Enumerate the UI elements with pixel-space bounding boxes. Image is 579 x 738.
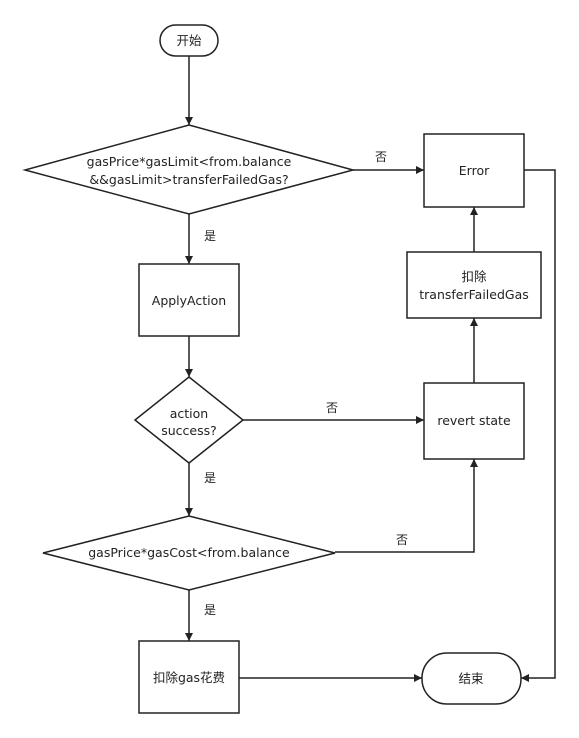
node-check-gas-limit-line2: &&gasLimit>transferFailedGas? bbox=[89, 172, 288, 187]
node-error[interactable]: Error bbox=[423, 133, 525, 208]
node-check-gas-limit[interactable]: gasPrice*gasLimit<from.balance &&gasLimi… bbox=[22, 124, 356, 215]
node-deduct-gas-fee-label: 扣除gas花费 bbox=[153, 670, 225, 685]
node-action-success[interactable]: action success? bbox=[133, 376, 245, 464]
edge-label-cost-yes: 是 bbox=[204, 603, 216, 617]
node-revert-state-label: revert state bbox=[437, 413, 511, 428]
node-revert-state[interactable]: revert state bbox=[423, 382, 525, 460]
node-deduct-gas-fee[interactable]: 扣除gas花费 bbox=[138, 640, 240, 714]
edge-label-cost-no: 否 bbox=[396, 533, 408, 547]
node-deduct-transfer-failed[interactable]: 扣除 transferFailedGas bbox=[406, 251, 542, 319]
node-action-success-line2: success? bbox=[161, 423, 217, 438]
node-action-success-line1: action bbox=[170, 406, 208, 421]
node-start-label: 开始 bbox=[176, 33, 202, 48]
node-check-gas-cost-label: gasPrice*gasCost<from.balance bbox=[88, 545, 290, 560]
node-end-label: 结束 bbox=[458, 671, 484, 686]
node-apply-action-label: ApplyAction bbox=[152, 293, 226, 308]
node-start[interactable]: 开始 bbox=[159, 24, 219, 57]
edge-label-success-yes: 是 bbox=[204, 471, 216, 485]
node-apply-action[interactable]: ApplyAction bbox=[138, 263, 240, 337]
node-check-gas-cost[interactable]: gasPrice*gasCost<from.balance bbox=[42, 515, 336, 591]
node-deduct-transfer-failed-line2: transferFailedGas bbox=[419, 287, 529, 302]
node-check-gas-limit-line1: gasPrice*gasLimit<from.balance bbox=[87, 154, 292, 169]
edge-label-check-limit-no: 否 bbox=[375, 150, 387, 164]
edge-label-check-limit-yes: 是 bbox=[204, 229, 216, 243]
edge-label-success-no: 否 bbox=[326, 401, 338, 415]
edges bbox=[185, 56, 556, 682]
node-deduct-transfer-failed-line1: 扣除 bbox=[461, 269, 487, 284]
node-error-label: Error bbox=[459, 163, 490, 178]
edge-labels: 否 是 否 是 否 是 bbox=[204, 150, 408, 617]
node-end[interactable]: 结束 bbox=[421, 652, 522, 705]
edge-check-cost-to-revert bbox=[335, 459, 478, 553]
edge-error-to-end bbox=[521, 169, 556, 682]
